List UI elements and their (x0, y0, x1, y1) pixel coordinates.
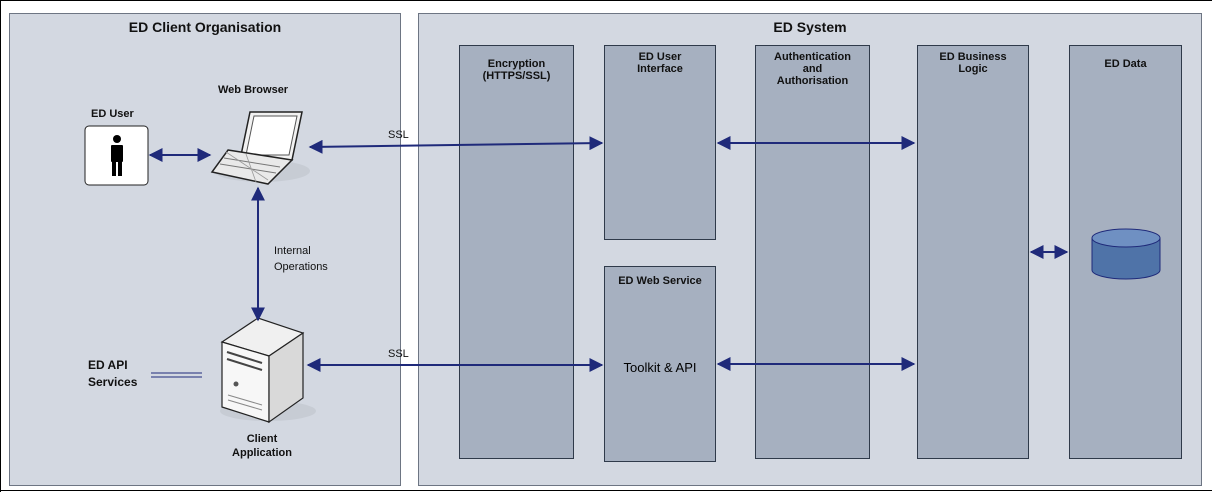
client-organisation-panel: ED Client Organisation (9, 13, 401, 486)
web-service-title: ED Web Service (618, 275, 702, 287)
ed-user-icon (84, 125, 149, 186)
internal-operations-label: Internal Operations (274, 245, 328, 273)
business-logic-column: ED Business Logic (917, 45, 1029, 459)
web-browser-label: Web Browser (218, 84, 289, 96)
authentication-column: Authentication and Authorisation (755, 45, 870, 459)
user-interface-box: ED User Interface (604, 45, 716, 240)
frame-left-line (0, 0, 1, 492)
browser-ui-arrow (308, 136, 604, 154)
server-icon (220, 317, 316, 424)
encryption-column: Encryption (HTTPS/SSL) (459, 45, 574, 459)
frame-bottom-line (0, 490, 1212, 491)
client-organisation-title: ED Client Organisation (128, 19, 282, 35)
ssl-bottom-label: SSL (388, 348, 409, 360)
ed-data-column-title: ED Data (1104, 58, 1147, 70)
user-interface-title: ED User Interface (637, 51, 683, 75)
authentication-column-title: Authentication and Authorisation (774, 51, 851, 87)
web-service-box: ED Web Service Toolkit & API (604, 266, 716, 462)
database-icon (1091, 228, 1161, 280)
ed-system-title: ED System (773, 19, 847, 35)
encryption-column-title: Encryption (HTTPS/SSL) (482, 58, 551, 82)
ed-user-label: ED User (91, 108, 134, 120)
ed-api-services-label: ED API Services (88, 358, 138, 389)
laptop-icon (210, 111, 310, 185)
frame-top-line (0, 0, 1212, 1)
toolkit-api-label: Toolkit & API (623, 360, 697, 375)
api-services-connector (151, 372, 202, 378)
client-application-label: Client Application (232, 433, 292, 459)
business-logic-column-title: ED Business Logic (939, 51, 1007, 75)
